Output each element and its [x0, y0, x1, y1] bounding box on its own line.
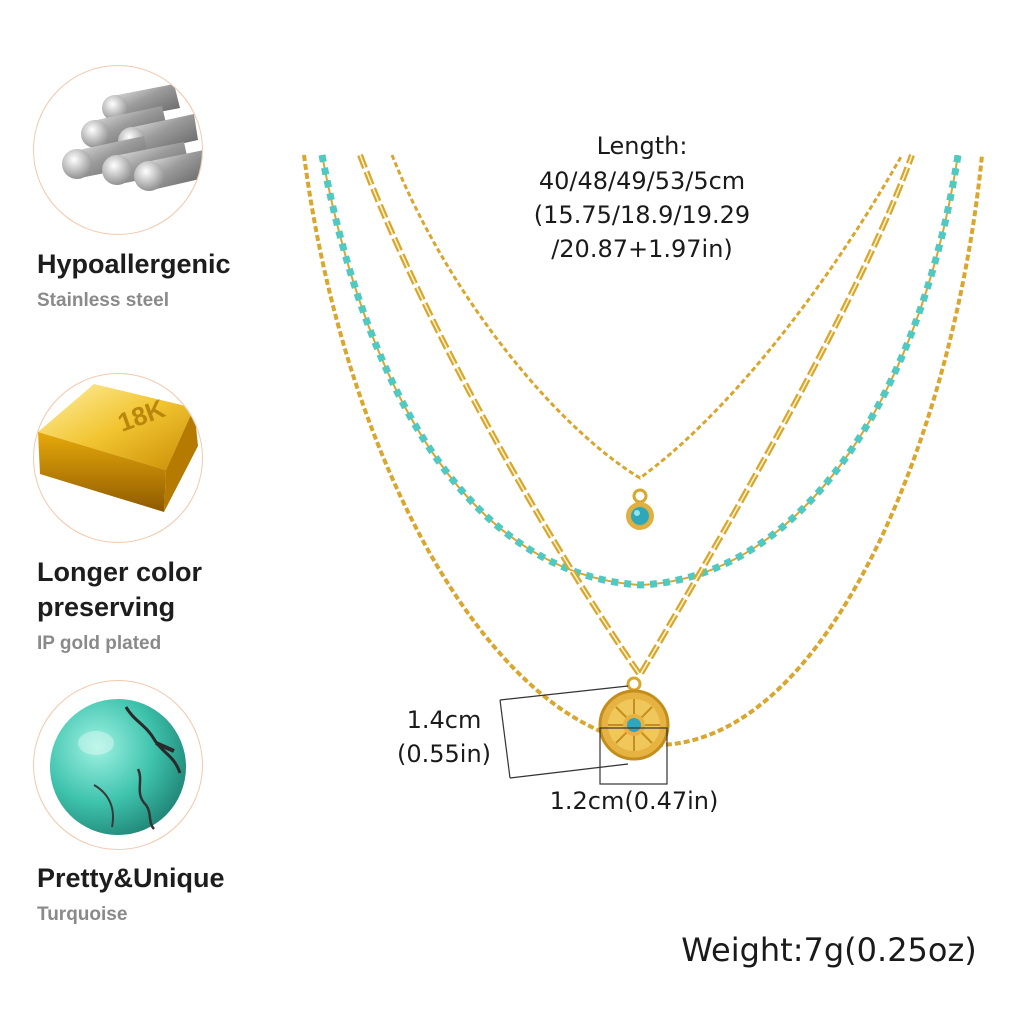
steel-feature-circle	[33, 65, 203, 235]
length-in-line2: /20.87+1.97in)	[551, 235, 733, 263]
product-weight: Weight:7g(0.25oz)	[681, 931, 977, 969]
sun-coin-pendant	[598, 676, 670, 761]
pendant-height-in: (0.55in)	[396, 740, 492, 768]
feature-title-longer-color-line2: preserving	[37, 592, 176, 622]
gold-bar-icon: 18K	[38, 384, 198, 512]
length-cm: 40/48/49/53/5cm	[538, 167, 746, 195]
steel-rods-icon	[62, 84, 202, 191]
turquoise-feature-circle	[33, 680, 203, 850]
inner-short-chain	[390, 154, 904, 480]
feature-title-longer-color-line1: Longer color	[37, 557, 203, 587]
feature-subtitle-stainless-steel: Stainless steel	[37, 290, 170, 311]
turquoise-bead-icon	[50, 699, 186, 835]
pendant-dimension-lines	[499, 685, 668, 785]
pendant-width: 1.2cm(0.47in)	[549, 787, 719, 815]
feature-title-pretty-unique: Pretty&Unique	[37, 863, 225, 893]
pendant-height-cm: 1.4cm	[406, 706, 482, 734]
length-label: Length:	[596, 132, 688, 160]
feature-subtitle-turquoise: Turquoise	[37, 904, 128, 925]
feature-subtitle-ip-gold: IP gold plated	[37, 633, 162, 654]
turquoise-bead-chain	[318, 154, 962, 589]
length-in-line1: (15.75/18.9/19.29	[533, 201, 751, 229]
gold-feature-circle: 18K	[33, 373, 203, 543]
small-turquoise-pendant	[626, 488, 654, 530]
feature-title-hypoallergenic: Hypoallergenic	[37, 249, 231, 279]
